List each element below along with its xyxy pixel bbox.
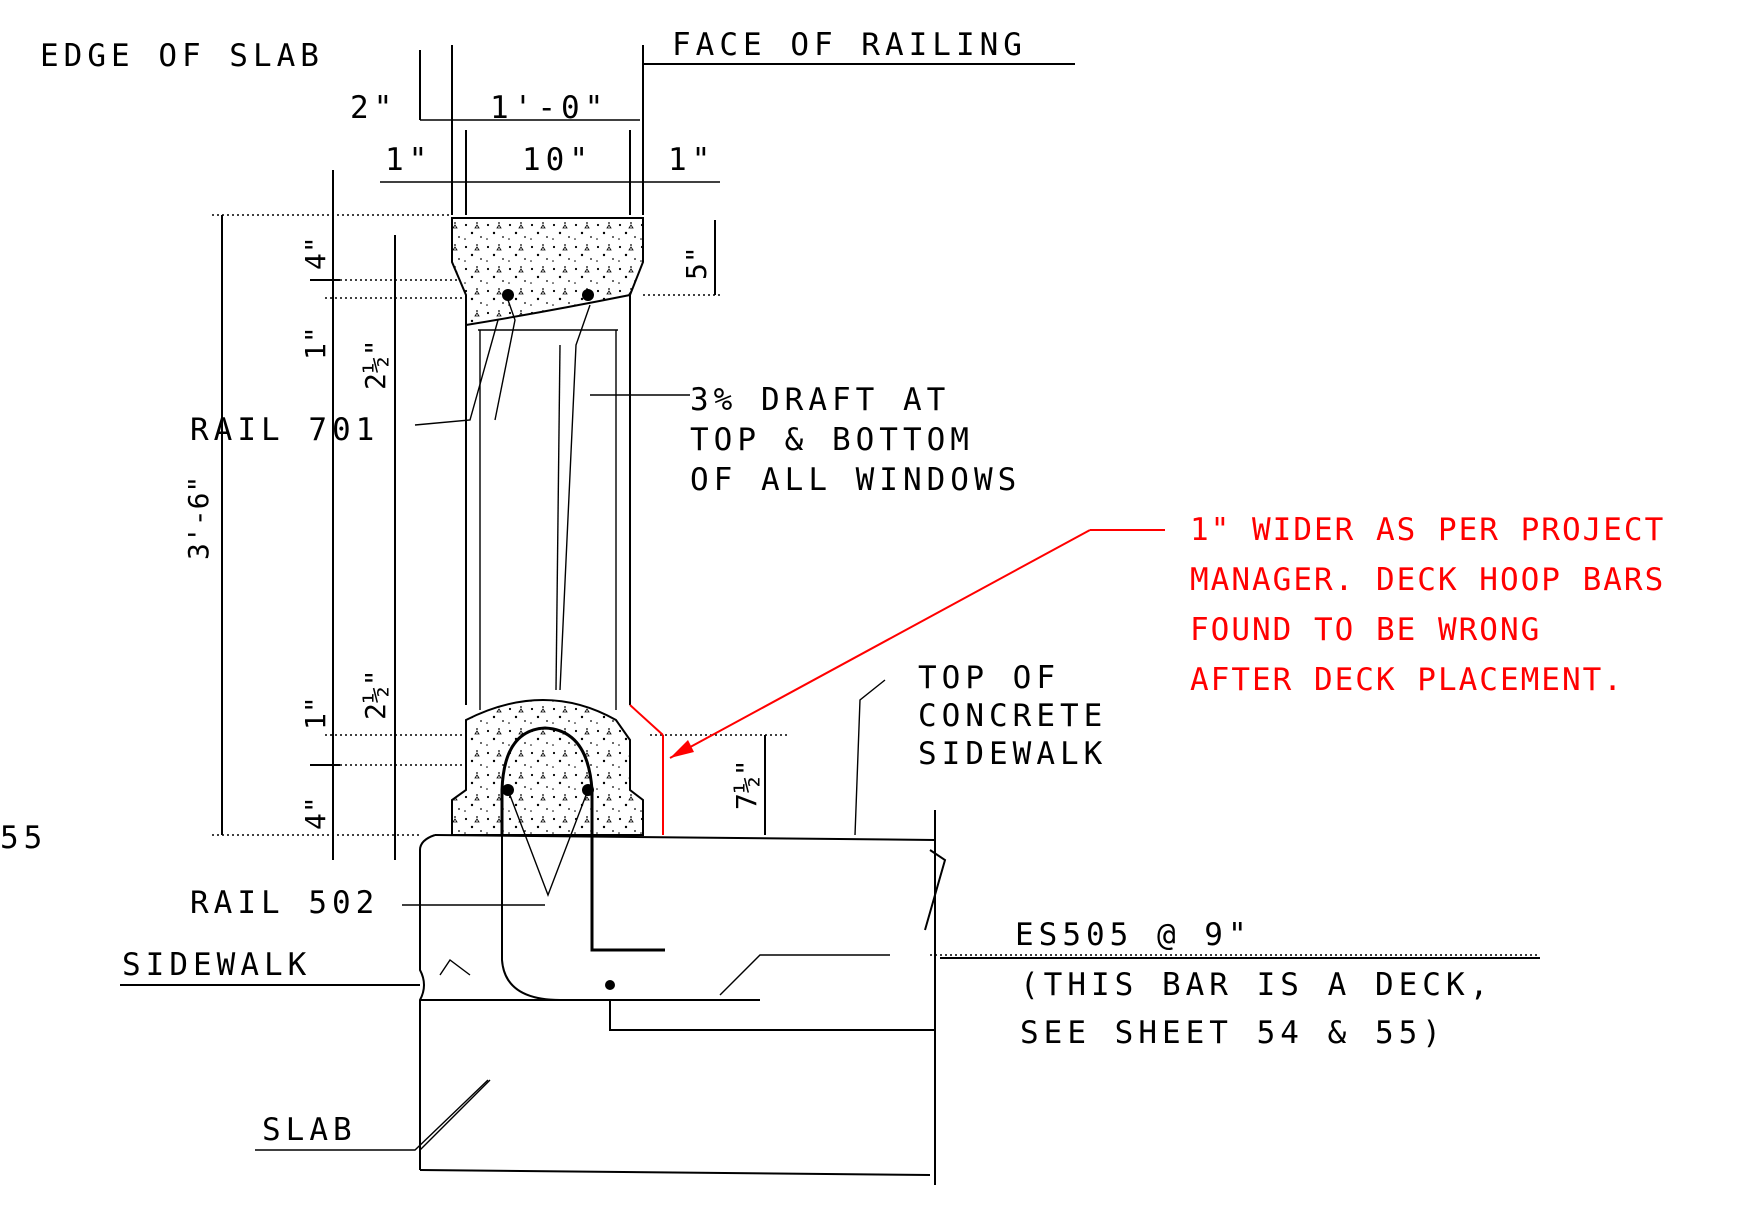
top-rebar-left: [502, 289, 514, 301]
deck-bar: [590, 835, 665, 952]
edge-of-slab-label: EDGE OF SLAB: [40, 38, 324, 74]
draft-label-line1: 3% DRAFT AT: [690, 382, 950, 418]
annotation-line4: AFTER DECK PLACEMENT.: [1190, 662, 1624, 698]
dim-7half: 7½": [730, 759, 763, 810]
deck-note-line1: (THIS BAR IS A DECK,: [1020, 967, 1493, 1003]
annotation-line2: MANAGER. DECK HOOP BARS: [1190, 562, 1665, 598]
top-rail-701: [451, 217, 644, 327]
dim-10in: 10": [522, 142, 593, 178]
draft-label-line3: OF ALL WINDOWS: [690, 462, 1021, 498]
hoop-bar: [500, 726, 594, 835]
face-of-railing-label: FACE OF RAILING: [672, 27, 1027, 63]
dim-4in-top: 4": [299, 236, 332, 270]
left-dimensions: [212, 170, 470, 860]
top-rebar-right: [582, 289, 594, 301]
dim-2half-top: 2½": [359, 339, 392, 390]
right-dimensions: [643, 220, 790, 835]
sidewalk-label: SIDEWALK: [122, 947, 311, 983]
top-of-sidewalk-line3: SIDEWALK: [918, 736, 1107, 772]
rail-502-label: RAIL 502: [190, 885, 379, 921]
dim-4in-bottom: 4": [299, 796, 332, 830]
rail-701-label: RAIL 701: [190, 412, 379, 448]
deck-slab: [120, 810, 1540, 1185]
railing-post: [465, 295, 631, 710]
draft-label-line2: TOP & BOTTOM: [690, 422, 974, 458]
annotation-line3: FOUND TO BE WRONG: [1190, 612, 1541, 648]
dim-1in-bottom: 1": [299, 696, 332, 730]
bottom-rail-502: [451, 699, 644, 836]
dim-1in-left: 1": [385, 142, 432, 178]
es505-label: ES505 @ 9": [1015, 917, 1252, 953]
leaders: [255, 319, 886, 1151]
dim-1ft-0in: 1'-0": [490, 90, 608, 126]
slab-label: SLAB: [262, 1112, 357, 1148]
top-dimensions: [380, 45, 1075, 215]
dim-3ft-6in: 3'-6": [182, 476, 215, 560]
revision-annotation: [629, 529, 1165, 835]
top-of-sidewalk-line1: TOP OF: [918, 660, 1060, 696]
annotation-line1: 1" WIDER AS PER PROJECT: [1190, 512, 1665, 548]
deck-note-line2: SEE SHEET 54 & 55): [1020, 1015, 1446, 1051]
dim-5in: 5": [680, 246, 713, 280]
dim-1in-right: 1": [668, 142, 715, 178]
dim-2in: 2": [350, 90, 397, 126]
edge-cut-number: 55: [0, 820, 47, 856]
es505-bar: [501, 835, 760, 1001]
dim-2half-bottom: 2½": [359, 669, 392, 720]
dim-1in-top: 1": [299, 326, 332, 360]
top-of-sidewalk-line2: CONCRETE: [918, 698, 1107, 734]
